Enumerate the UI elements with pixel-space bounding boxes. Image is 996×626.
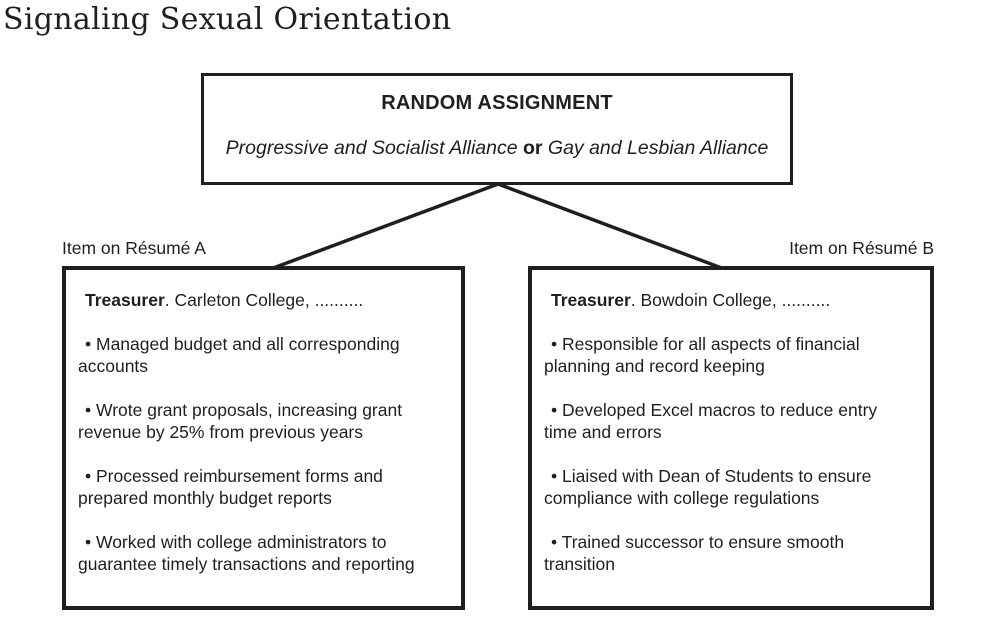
resume-a-position-title: Treasurer (85, 290, 165, 310)
figure-title: Signaling Sexual Orientation (3, 2, 452, 37)
resume-a-bullet-1: • Managed budget and all corresponding a… (78, 334, 400, 376)
assignment-options-line: Progressive and Socialist Alliance or Ga… (204, 136, 790, 160)
resume-b-item-box: Treasurer. Bowdoin College, .......... •… (528, 266, 934, 610)
resume-b-position-line: Treasurer. Bowdoin College, .......... (544, 289, 906, 311)
resume-a-position-detail: . Carleton College, .......... (164, 290, 364, 310)
treatment-b-label: Gay and Lesbian Alliance (547, 137, 769, 159)
random-assignment-heading: RANDOM ASSIGNMENT (381, 92, 613, 114)
resume-a-branch-label: Item on Résumé A (62, 238, 206, 258)
connector-line-left (267, 182, 499, 272)
random-assignment-box: RANDOM ASSIGNMENT Progressive and Social… (201, 73, 793, 185)
resume-b-bullet-2: • Developed Excel macros to reduce entry… (544, 400, 878, 442)
resume-a-bullet-4: • Worked with college administrators to … (78, 532, 415, 574)
resume-b-branch-label: Item on Résumé B (789, 238, 934, 258)
resume-b-position-title: Treasurer (551, 290, 631, 310)
connector-line-right (497, 182, 728, 272)
resume-a-bullet-3: • Processed reimbursement forms and prep… (78, 466, 383, 508)
resume-a-position-line: Treasurer. Carleton College, .......... (78, 289, 437, 311)
resume-a-item-box: Treasurer. Carleton College, .......... … (62, 266, 465, 610)
resume-b-bullet-4: • Trained successor to ensure smooth tra… (544, 532, 845, 574)
treatment-a-label: Progressive and Socialist Alliance (225, 137, 518, 159)
resume-b-bullet-1: • Responsible for all aspects of financi… (544, 334, 860, 376)
resume-a-bullet-2: • Wrote grant proposals, increasing gran… (78, 400, 403, 442)
or-conjunction: or (522, 137, 543, 159)
resume-b-bullet-3: • Liaised with Dean of Students to ensur… (544, 466, 872, 508)
resume-b-position-detail: . Bowdoin College, .......... (630, 290, 831, 310)
